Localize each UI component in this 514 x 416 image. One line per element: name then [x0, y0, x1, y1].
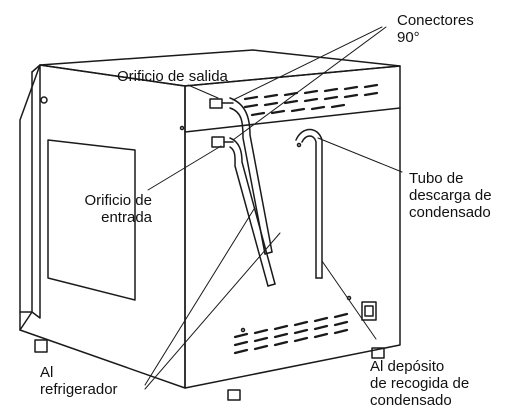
label-tubo-descarga: Tubo de descarga de condensado: [409, 170, 492, 221]
label-conectores-90: Conectores 90°: [397, 12, 474, 46]
inlet-port: [211, 136, 234, 148]
label-al-deposito: Al depósito de recogida de condensado: [370, 358, 470, 409]
outlet-port: [209, 98, 234, 109]
vent-slots-bottom: [233, 312, 349, 355]
hose-inlet: [229, 137, 276, 287]
power-inlet: [361, 301, 377, 321]
panel-screws: [179, 125, 352, 333]
condensate-drain-tube: [295, 128, 323, 279]
label-al-refrigerador: Al refrigerador: [40, 364, 118, 398]
housing-feet: [34, 339, 385, 401]
hose-outlet: [229, 97, 273, 255]
vent-slots-top: [243, 83, 379, 117]
label-orificio-entrada: Orificio de entrada: [84, 192, 152, 226]
leader-lines: [144, 26, 403, 390]
housing-side-panel: [184, 65, 401, 389]
front-window: [47, 139, 136, 301]
label-orificio-salida: Orificio de salida: [117, 68, 228, 85]
